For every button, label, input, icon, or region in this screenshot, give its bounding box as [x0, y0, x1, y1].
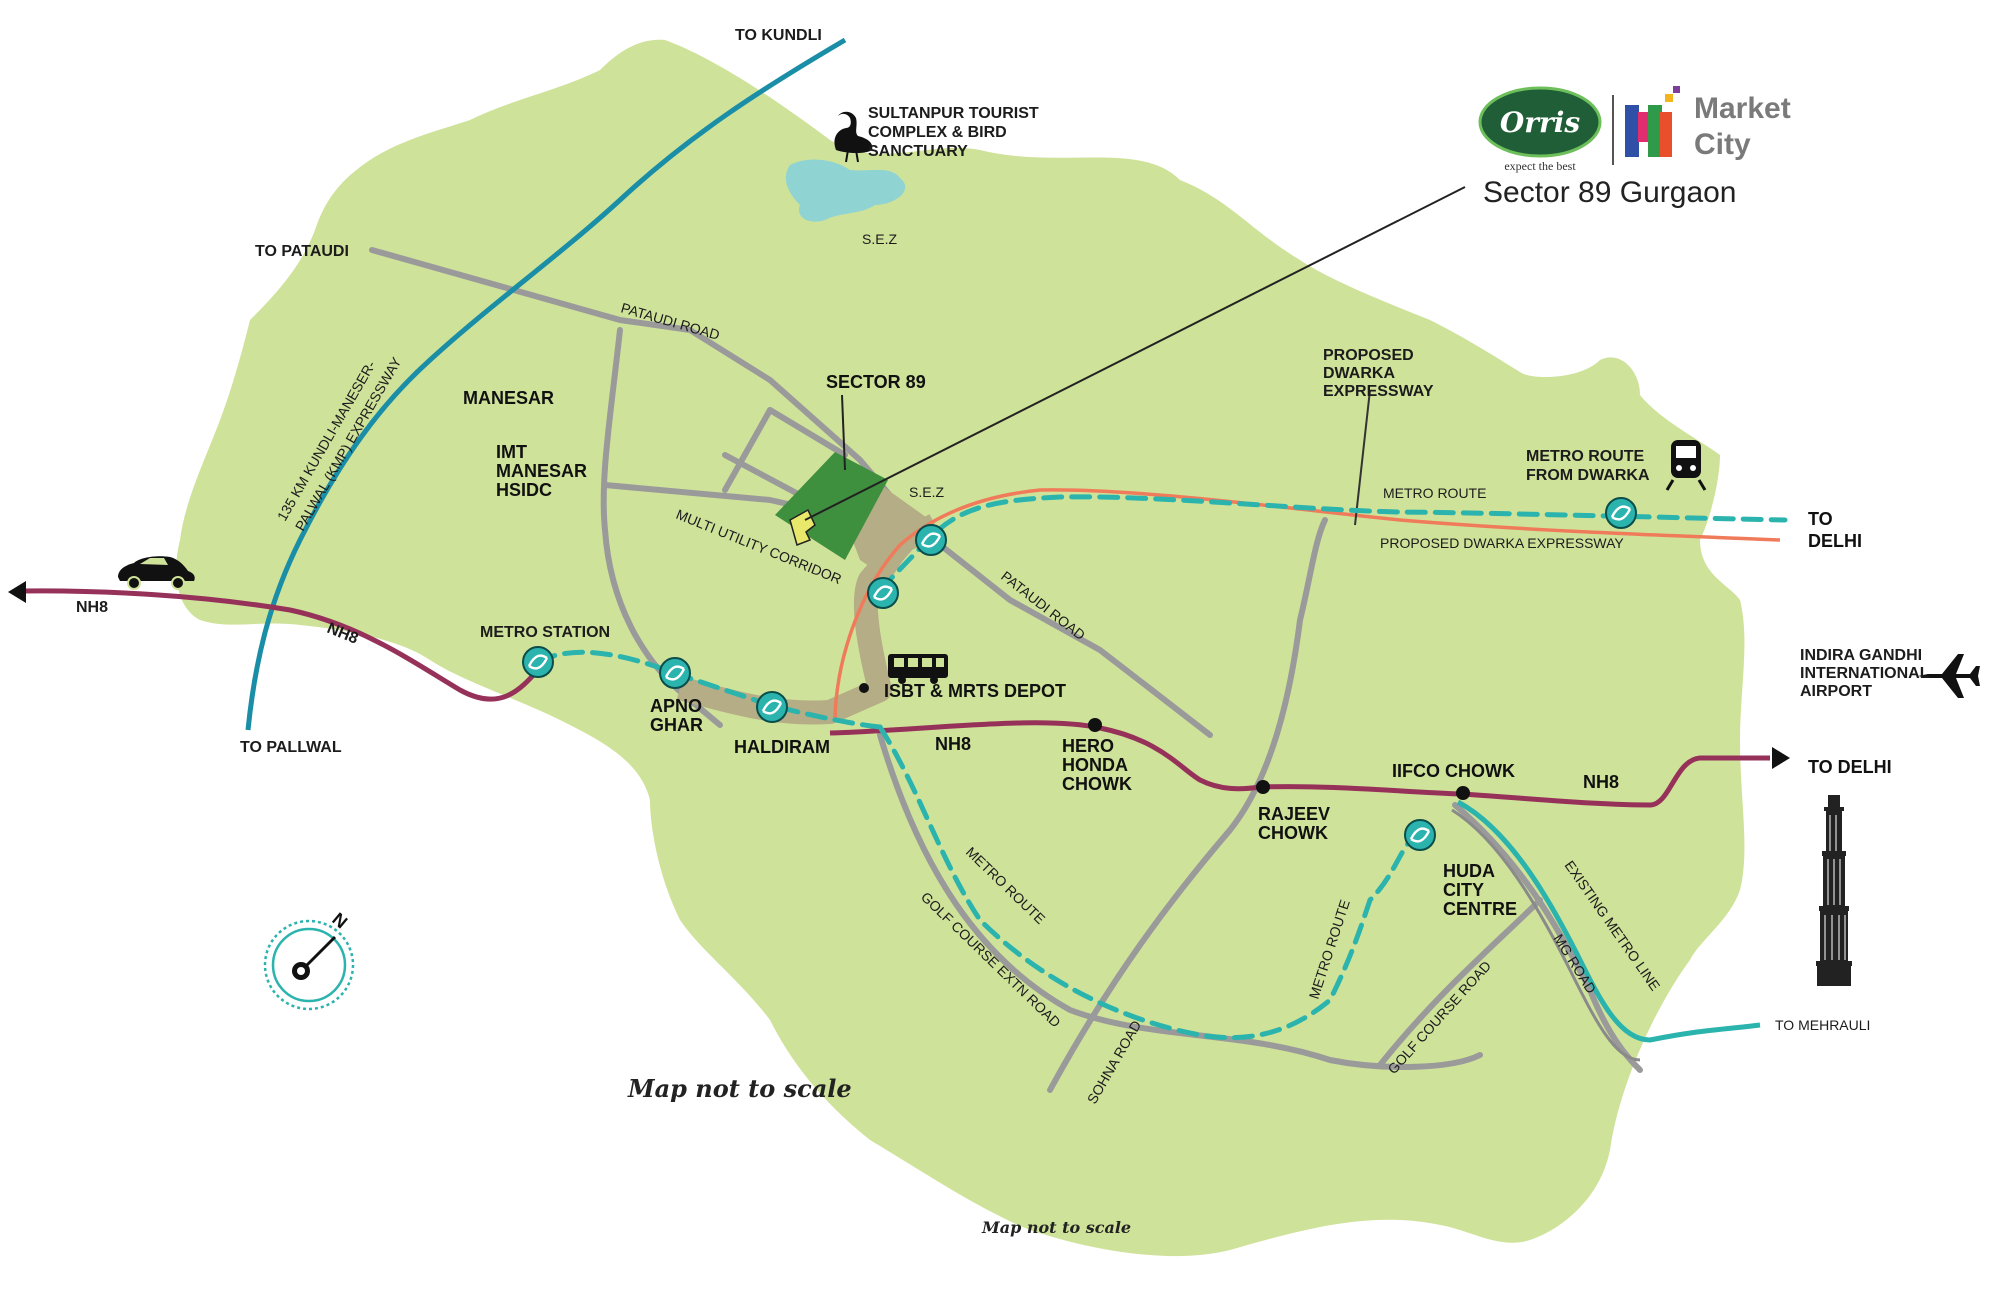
label-apno-2: GHAR: [650, 715, 703, 735]
label-sultanpur-2: COMPLEX & BIRD: [868, 124, 1007, 141]
label-nh8-center: NH8: [935, 734, 971, 754]
metro-route-golf: [877, 724, 1428, 1041]
label-imt-3: HSIDC: [496, 480, 552, 500]
metro-station-icon: [1404, 819, 1436, 851]
rajeev-chowk-dot: [1256, 780, 1270, 794]
airplane-icon: [1918, 654, 1980, 698]
nh8-arrow-west: [8, 581, 26, 603]
label-to-kundli: TO KUNDLI: [735, 27, 822, 44]
metro-station-icon: [867, 577, 899, 609]
orris-tagline: expect the best: [1504, 159, 1576, 173]
hero-honda-chowk-dot: [1088, 718, 1102, 732]
label-metro-dwarka-1: METRO ROUTE: [1526, 448, 1645, 465]
compass-north-label: N: [328, 909, 351, 933]
label-airport-3: AIRPORT: [1800, 683, 1872, 700]
golf-course-road: [1377, 897, 1543, 1068]
label-nh8-left: NH8: [76, 599, 108, 616]
metro-station-icon: [522, 646, 554, 678]
label-to-delhi-top-2: DELHI: [1808, 531, 1862, 551]
label-hero-2: HONDA: [1062, 755, 1128, 775]
label-sez-top: S.E.Z: [862, 231, 897, 247]
qutub-minar-icon: [1816, 795, 1852, 986]
brand-leader-line: [804, 186, 1466, 521]
metro-route-dwarka: [877, 494, 1788, 593]
label-proposed-dwarka-road: PROPOSED DWARKA EXPRESSWAY: [1380, 535, 1624, 551]
note-not-to-scale-main: Map not to scale: [627, 1074, 852, 1103]
label-huda-1: HUDA: [1443, 861, 1495, 881]
label-sultanpur-1: SULTANPUR TOURIST: [868, 105, 1039, 122]
label-imt-1: IMT: [496, 442, 527, 462]
label-airport-1: INDIRA GANDHI: [1800, 647, 1922, 664]
label-metro-dwarka-2: FROM DWARKA: [1526, 467, 1650, 484]
label-haldiram: HALDIRAM: [734, 737, 830, 757]
label-rajeev-2: CHOWK: [1258, 823, 1328, 843]
metro-station-icon: [1605, 497, 1637, 529]
label-to-pallwal: TO PALLWAL: [240, 739, 342, 756]
mg-road: [1452, 802, 1643, 1073]
label-imt-2: MANESAR: [496, 461, 587, 481]
orris-logo-text: Orris: [1500, 106, 1581, 139]
golf-course-extn-road: [877, 732, 1483, 1070]
bus-icon: [888, 654, 948, 684]
label-huda-2: CITY: [1443, 880, 1484, 900]
dwarka-expressway-line: [833, 488, 1781, 721]
label-to-mehrauli: TO MEHRAULI: [1775, 1017, 1870, 1033]
city-label: City: [1694, 128, 1751, 161]
metro-station-icon: [659, 657, 691, 689]
car-icon: [118, 556, 195, 590]
label-metro-station: METRO STATION: [480, 624, 610, 641]
label-to-delhi-right: TO DELHI: [1808, 757, 1892, 777]
sector-grid-a: [722, 407, 773, 493]
nh8-arrow-east: [1772, 747, 1790, 769]
label-nh8-right: NH8: [1583, 772, 1619, 792]
label-metro-route-top: METRO ROUTE: [1383, 485, 1486, 501]
note-not-to-scale-bottom: Map not to scale: [981, 1218, 1131, 1237]
market-label: Market: [1694, 92, 1791, 125]
sector-89-leader-line: [841, 394, 846, 471]
label-rajeev-1: RAJEEV: [1258, 804, 1330, 824]
label-manesar: MANESAR: [463, 388, 554, 408]
label-sector-89: SECTOR 89: [826, 372, 926, 392]
label-hero-1: HERO: [1062, 736, 1114, 756]
existing-metro-line: [1456, 799, 1761, 1043]
bird-icon: [834, 111, 873, 163]
sultanpur-lake: [785, 159, 906, 222]
sector-grid-b: [767, 407, 848, 458]
label-proposed-2: DWARKA: [1323, 365, 1395, 382]
isbt-dot: [859, 683, 869, 693]
market-city-logo-mark: [1625, 86, 1680, 157]
label-iifco: IIFCO CHOWK: [1392, 761, 1515, 781]
label-isbt: ISBT & MRTS DEPOT: [884, 681, 1066, 701]
label-hero-3: CHOWK: [1062, 774, 1132, 794]
metro-station-icon: [915, 524, 947, 556]
train-icon: [1665, 440, 1707, 491]
label-to-delhi-top-1: TO: [1808, 509, 1833, 529]
nh8-highway-right: [829, 720, 1770, 808]
pataudi-road-mid: [912, 522, 1213, 738]
label-huda-3: CENTRE: [1443, 899, 1517, 919]
label-sultanpur-3: SANCTUARY: [868, 143, 968, 160]
label-airport-2: INTERNATIONAL: [1800, 665, 1930, 682]
existing-metro-line-rail: [1451, 808, 1641, 1062]
metro-station-icon: [756, 691, 788, 723]
compass-icon: [263, 919, 355, 1011]
dwarka-label-leader: [1354, 389, 1371, 526]
nh8-highway-left: [21, 588, 540, 702]
label-proposed-3: EXPRESSWAY: [1323, 383, 1434, 400]
kmp-expressway-line: [245, 37, 847, 731]
label-proposed-1: PROPOSED: [1323, 347, 1414, 364]
label-apno-1: APNO: [650, 696, 702, 716]
iifco-chowk-dot: [1456, 786, 1470, 800]
label-to-pataudi: TO PATAUDI: [255, 243, 349, 260]
gurgaon-region-land: [176, 39, 1745, 1257]
metro-stations: [522, 497, 1637, 851]
sector-grid-c: [722, 452, 803, 498]
orris-logo: Orris expect the best: [1478, 86, 1602, 173]
brand-subtitle: Sector 89 Gurgaon: [1483, 176, 1737, 209]
label-sez-mid: S.E.Z: [909, 484, 944, 500]
